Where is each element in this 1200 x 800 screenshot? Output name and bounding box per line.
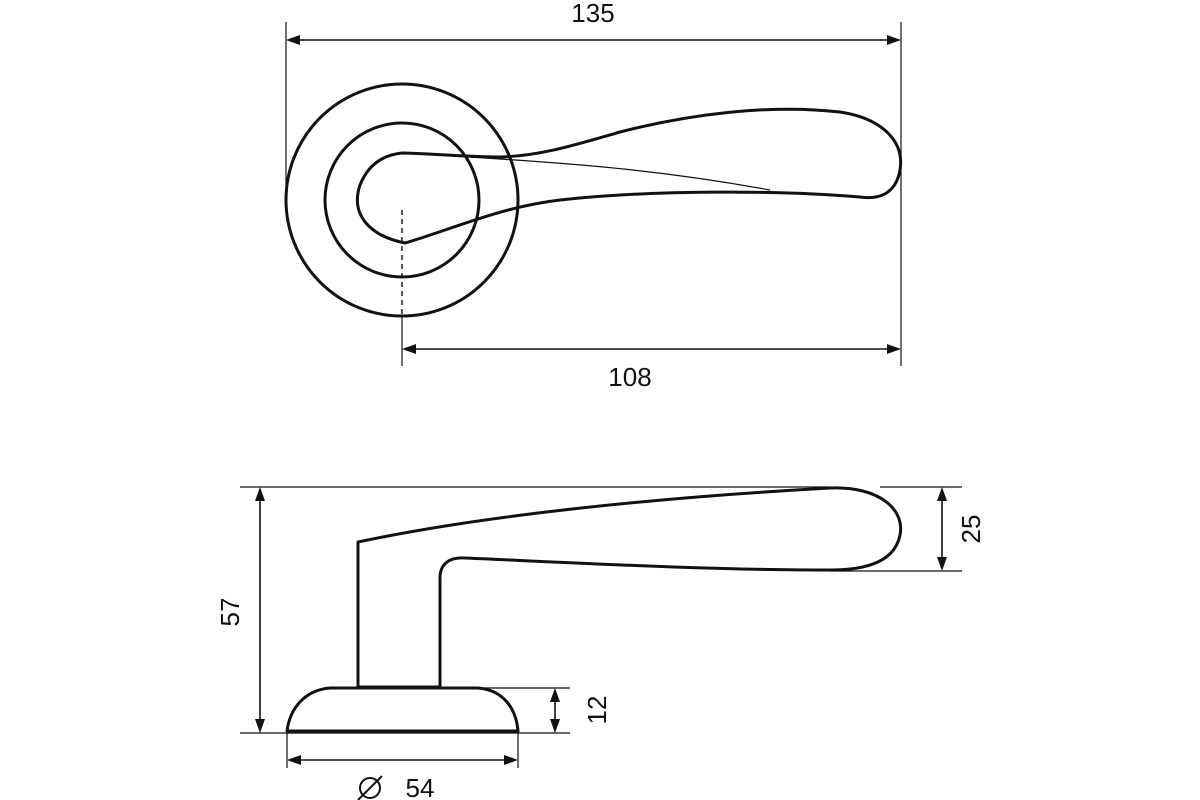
dimension-total-height: 57: [215, 486, 830, 734]
rose-outer-circle: [284, 82, 520, 318]
handle-height-label: 25: [956, 515, 986, 544]
lever-top-outline: [355, 107, 903, 245]
rose-middle-ring: [323, 121, 481, 279]
diameter-icon: [357, 775, 383, 800]
dimension-handle-height: 25: [830, 486, 986, 572]
top-view: [284, 82, 903, 318]
lever-side-outline: [356, 486, 903, 689]
dimension-lever-length: 108: [401, 316, 901, 392]
total-height-label: 57: [215, 598, 245, 627]
lever-length-label: 108: [608, 362, 651, 392]
dimension-rose-height: 12: [478, 687, 612, 733]
lever-ridge-line: [469, 156, 771, 191]
rose-height-label: 12: [582, 696, 612, 725]
rose-base-outline: [285, 686, 520, 733]
side-view: [285, 486, 903, 733]
dimension-overall-length: 135: [285, 0, 902, 366]
overall-length-label: 135: [571, 0, 614, 28]
rose-diameter-label: 54: [406, 773, 435, 800]
dimension-rose-diameter: 54: [286, 733, 519, 800]
